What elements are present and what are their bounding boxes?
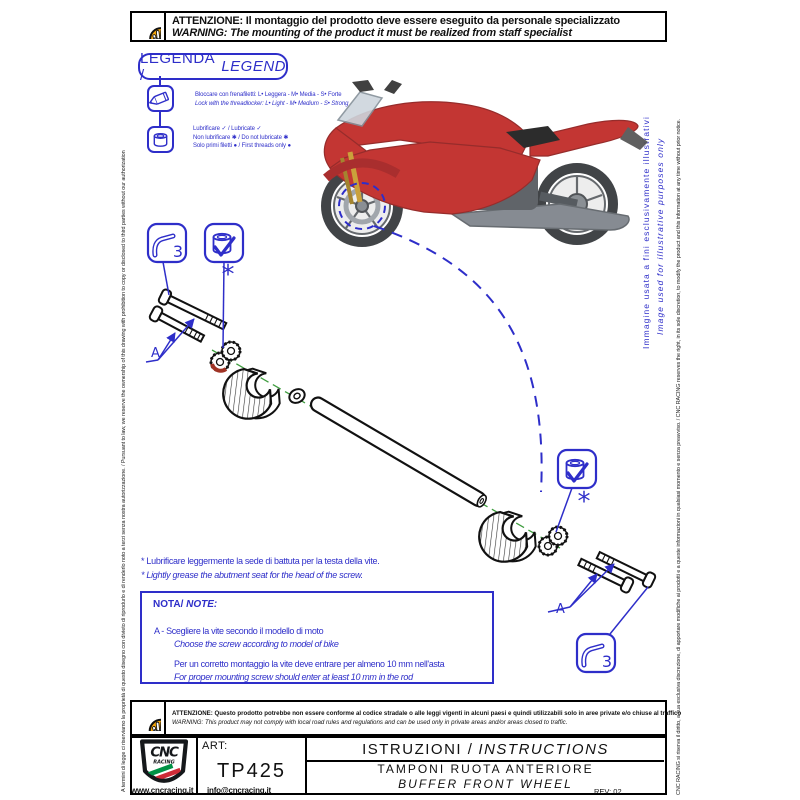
allen-key-size-label-2: 3 [602,652,612,671]
note-box: NOTA/ NOTE: A - Scegliere la vite second… [140,591,494,684]
exhaust [449,203,630,231]
legend-no-lubricate: Non lubrificare ✱ / Do not lubricate ✱ [193,135,289,141]
front-fender [323,158,401,182]
grease-check-icon-bottom: * [556,448,598,517]
mirror-right [384,80,402,94]
note-box-title: NOTA/ NOTE: [153,599,217,610]
revision-label: REV: 02 [594,787,622,796]
screw-top-short [148,305,206,343]
legend-threadlocker-it: Bloccare con frenafiletti: L• Leggera - … [195,92,342,98]
top-warning-banner: ATTENZIONE: Il montaggio del prodotto de… [130,11,667,42]
article-number: TP425 [217,760,286,782]
mirror-left [352,80,374,92]
leader-lines [145,261,649,635]
article-label: ART: [202,740,228,752]
swingarm [539,191,578,209]
buffer-body-right [467,499,545,577]
bottom-warning-banner: ATTENZIONE: Questo prodotto potrebbe non… [130,700,681,736]
allen-key-size-label: 3 [173,242,183,261]
grease-note-english: * Lightly grease the abutment seat for t… [141,570,363,580]
seat [506,126,560,148]
screw-choice-label-top: A [151,346,160,361]
title-block: ART: TP425 ISTRUZIONI / INSTRUCTIONS TAM… [130,736,667,795]
website-link: www.cncracing.it [131,786,194,795]
axle-rod [309,396,488,508]
stop-hand-icon-bottom [132,702,166,734]
product-name-english: BUFFER FRONT WHEEL [398,777,573,791]
grease-pot-icon [147,126,174,153]
product-name-italian: TAMPONI RUOTA ANTERIORE [377,762,594,776]
spacer-nut [288,388,306,404]
note-title-en: NOTE: [186,599,218,610]
legend-lubricate: Lubrificare ✓ / Lubricate ✓ [193,126,262,132]
note-depth-it: Per un corretto montaggio la vite deve e… [174,659,445,669]
motorcycle-illustration [321,80,648,247]
note-depth-en: For proper mounting screw should enter a… [174,672,413,682]
legend-title: LEGENDA / LEGEND [138,50,288,84]
grease-asterisk-top: * [222,260,235,290]
tail-tip [620,127,648,150]
screw-choice-label-bottom: A [556,602,565,617]
screw-bottom-short [595,550,657,589]
legend-first-threads: Solo primi filetti ● / First threads onl… [193,143,291,149]
document-title-it: ISTRUZIONI / [362,740,474,758]
washer-set-left [209,340,242,373]
axle-leader-curve [373,225,543,493]
grease-asterisk-bottom: * [578,487,591,517]
bottom-warning-english: WARNING: This product may not comply wit… [172,719,568,726]
screw-bottom-long [576,557,635,594]
legend-title-it: LEGENDA / [140,49,215,84]
document-title-en: INSTRUCTIONS [478,740,609,758]
screw-top-long [157,288,228,331]
grease-note-italian: * Lubrificare leggermente la sede di bat… [141,556,380,566]
bottom-warning-italian: ATTENZIONE: Questo prodotto potrebbe non… [172,710,682,717]
exploded-assembly-diagram: 3 * * 3 A A [145,80,657,674]
document-title: ISTRUZIONI / INSTRUCTIONS [307,738,664,762]
allen-key-3-icon: 3 [146,222,188,264]
grease-check-icon-top: * [203,222,245,290]
article-cell: ART: TP425 [198,738,307,793]
cnc-racing-logo [132,738,198,793]
top-warning-italian: ATTENZIONE: Il montaggio del prodotto de… [172,14,620,27]
top-warning-english: WARNING: The mounting of the product it … [172,26,572,39]
threadlocker-tube-icon [147,85,174,112]
instructions-cell: ISTRUZIONI / INSTRUCTIONS TAMPONI RUOTA … [307,738,664,793]
legend-threadlocker-en: Lock with the threadlocker: L• Light - M… [195,101,349,107]
axle-highlight-circle [338,182,386,230]
stop-hand-icon [132,13,166,40]
windscreen [336,91,384,127]
note-title-it: NOTA/ [153,599,184,610]
email-link: info@cncracing.it [207,786,271,795]
allen-key-3-icon-bottom: 3 [575,632,617,674]
legend-title-en: LEGEND [221,58,286,75]
note-screw-choice-it: A - Scegliere la vite secondo il modello… [154,626,324,636]
note-screw-choice-en: Choose the screw according to model of b… [174,639,339,649]
washer-set-right [537,525,569,557]
